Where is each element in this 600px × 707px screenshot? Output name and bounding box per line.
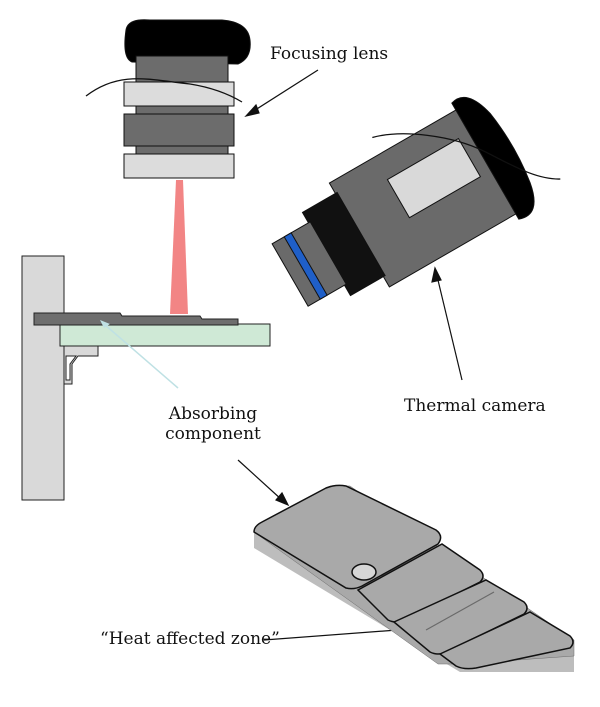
absorbing-plate [59, 323, 271, 347]
focusing-lens-label: Focusing lens [270, 44, 389, 64]
lens-dark-connector-1 [135, 105, 229, 115]
absorbing-label-line-1: Absorbing [168, 404, 258, 424]
lens-dark-connector-2 [135, 145, 229, 155]
vertical-wall [21, 255, 65, 501]
lens-light-ring-1 [123, 81, 235, 107]
thermal-camera [271, 96, 561, 307]
thermal-camera-label: Thermal camera [404, 396, 546, 416]
absorbing-component-arrowhead [275, 491, 290, 507]
lens-cable [85, 78, 243, 103]
camera-blue-stripe [283, 232, 328, 300]
absorbing-label-line-2: component [165, 424, 261, 444]
absorbing-pointer-arrowhead [100, 320, 110, 328]
laser-beam [170, 180, 188, 314]
component-plate-4 [438, 611, 574, 670]
sample-stage [21, 255, 271, 501]
lens-upper-barrel [135, 55, 229, 83]
absorbing-component-label: Absorbing component [158, 404, 268, 444]
absorbing-component-3d [253, 484, 575, 672]
thermal-camera-arrow-line [436, 275, 463, 381]
support-bracket-inner [65, 355, 77, 381]
camera-cable [372, 133, 561, 180]
focusing-lens-assembly [85, 19, 251, 179]
heat-affected-zone-line [425, 591, 495, 631]
absorbing-pointer-line [103, 323, 179, 389]
sample-plate [33, 312, 239, 326]
focusing-lens-arrowhead [244, 103, 260, 118]
camera-window [386, 137, 482, 219]
heat-affected-zone-label: “Heat affected zone” [100, 629, 280, 649]
lens-dark-ring [123, 113, 235, 147]
component-plate-1 [253, 484, 442, 590]
camera-back-cap [451, 96, 535, 220]
lens-cap [124, 19, 251, 65]
component-hole [351, 563, 377, 581]
lens-light-ring-2 [123, 153, 235, 179]
focusing-lens-arrow-line [251, 69, 319, 113]
arrows [237, 69, 463, 641]
thermal-camera-arrowhead [431, 266, 442, 283]
absorbing-component-arrow-line [237, 459, 283, 501]
